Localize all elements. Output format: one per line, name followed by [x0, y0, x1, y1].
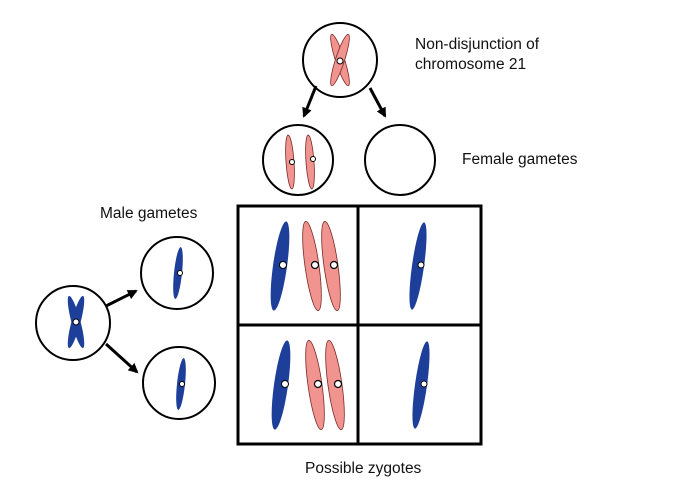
male-gametes-label: Male gametes — [100, 205, 198, 222]
zygote-monosomy-bottom — [412, 341, 430, 429]
arrow-to-female-gamete-disomic — [302, 85, 318, 118]
male-parent-cell — [35, 285, 111, 361]
nondisjunction-label-line2: chromosome 21 — [415, 56, 527, 73]
nondisjunction-label-line1: Non-disjunction of — [415, 36, 540, 53]
male-gamete-bottom — [142, 346, 216, 420]
zygote-grid — [236, 204, 483, 446]
female-gametes-label: Female gametes — [462, 151, 578, 168]
arrow-to-female-gamete-empty — [368, 87, 387, 118]
arrow-to-male-gamete-bottom — [104, 342, 139, 374]
zygote-trisomy-top — [270, 221, 341, 311]
zygote-trisomy-bottom — [271, 340, 345, 430]
female-gamete-nullisomic — [364, 124, 436, 196]
male-gamete-top — [140, 236, 214, 310]
parent-chromosome-21-pink — [330, 33, 350, 87]
female-gamete-disomic — [262, 124, 334, 196]
zygote-monosomy-top — [409, 222, 427, 310]
female-parent-cell — [302, 22, 378, 98]
arrow-to-male-gamete-top — [105, 289, 138, 308]
possible-zygotes-label: Possible zygotes — [305, 460, 422, 477]
